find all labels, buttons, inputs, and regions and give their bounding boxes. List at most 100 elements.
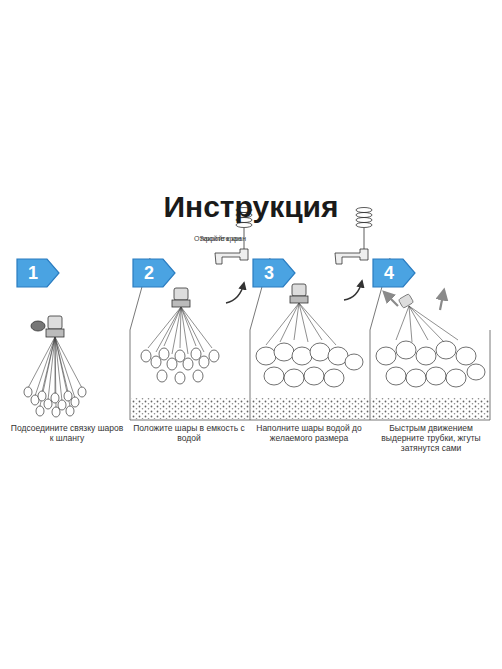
pull-arrow xyxy=(384,292,398,306)
gravel-bottom xyxy=(251,398,369,419)
water-balloon xyxy=(24,387,32,397)
water-balloon xyxy=(467,364,485,380)
filling-tubes xyxy=(28,337,82,408)
water-balloon xyxy=(167,358,177,370)
water-balloon xyxy=(256,343,363,387)
filling-tubes xyxy=(148,307,212,354)
hose-connector xyxy=(172,288,190,307)
hose-connector xyxy=(172,300,190,307)
hose-connector xyxy=(174,288,188,300)
hose-connector xyxy=(48,316,62,329)
hose-connector xyxy=(31,321,45,331)
hose-connector xyxy=(46,329,64,337)
water-tap xyxy=(356,208,372,213)
water-balloon xyxy=(141,350,151,362)
water-tap xyxy=(356,223,372,228)
water-balloon xyxy=(456,347,476,365)
water-balloon xyxy=(209,350,219,362)
water-balloon xyxy=(71,397,79,407)
water-balloon xyxy=(44,399,52,409)
filling-tubes xyxy=(148,307,212,354)
step-caption: Быстрым движением выдерните трубки, жгут… xyxy=(368,424,494,453)
panel-dividers xyxy=(130,258,390,330)
water-tap xyxy=(356,213,372,218)
water-balloon xyxy=(292,347,312,365)
step-badge: 4 xyxy=(372,258,416,288)
water-balloon xyxy=(193,370,203,382)
page-title: Инструкция xyxy=(0,190,502,224)
step-badge: 1 xyxy=(16,258,60,288)
water-balloon xyxy=(284,369,304,387)
water-balloon xyxy=(151,356,161,368)
filling-tubes xyxy=(28,337,82,408)
water-balloon xyxy=(36,406,44,416)
water-tub xyxy=(130,330,490,420)
water-balloon xyxy=(157,370,167,382)
water-tap xyxy=(226,283,244,303)
step-caption: Положите шары в емкость с водой xyxy=(130,424,248,444)
water-balloon xyxy=(66,406,74,416)
pulled-tubes xyxy=(398,294,413,309)
tap-note: Закройте кран xyxy=(199,235,246,243)
gravel-bottom xyxy=(131,398,249,419)
water-tap xyxy=(344,281,362,300)
water-balloon xyxy=(175,350,185,362)
water-balloon xyxy=(345,354,363,370)
hose-connector xyxy=(290,284,308,303)
water-tap xyxy=(236,223,252,228)
water-balloon xyxy=(406,369,426,387)
water-tap xyxy=(335,208,372,301)
gravel-bottom xyxy=(131,398,489,419)
water-balloon xyxy=(24,387,86,417)
water-balloon xyxy=(175,372,185,384)
gravel-bottom xyxy=(371,398,489,419)
water-balloon xyxy=(396,341,416,359)
water-balloon xyxy=(324,369,344,387)
water-balloon xyxy=(310,343,330,361)
water-balloon xyxy=(199,356,209,368)
water-tap xyxy=(356,218,372,223)
step-badge: 3 xyxy=(252,258,296,288)
water-balloon xyxy=(274,343,294,361)
hose-connector xyxy=(292,284,306,296)
water-balloon xyxy=(264,367,284,385)
step-number: 2 xyxy=(132,258,176,288)
water-balloon xyxy=(159,348,169,360)
water-tap xyxy=(364,228,365,249)
water-balloon xyxy=(191,348,201,360)
water-balloon xyxy=(52,407,60,417)
water-balloon xyxy=(416,347,436,365)
pulled-tubes xyxy=(396,294,458,342)
step-badge: 2 xyxy=(132,258,176,288)
water-tub xyxy=(130,330,490,420)
hose-connector xyxy=(290,296,308,303)
water-balloon xyxy=(38,391,46,401)
water-tub xyxy=(370,330,371,420)
pull-arrow xyxy=(440,290,444,310)
water-tub xyxy=(250,330,251,420)
water-balloon xyxy=(51,393,59,403)
badge-arrow-shape xyxy=(253,259,295,287)
step-number: 1 xyxy=(16,258,60,288)
water-balloon xyxy=(386,367,406,385)
pulled-tubes xyxy=(396,306,458,342)
step-number: 4 xyxy=(372,258,416,288)
water-balloon xyxy=(376,341,485,387)
water-balloon xyxy=(141,348,219,384)
water-balloon xyxy=(426,367,446,385)
water-balloon xyxy=(256,347,276,365)
step-caption: Наполните шары водой до желаемого размер… xyxy=(250,424,368,444)
water-balloon xyxy=(64,391,72,401)
water-balloon xyxy=(183,358,193,370)
water-balloon xyxy=(304,367,324,385)
step-caption: Подсоедините связку шаров к шлангу xyxy=(8,424,126,444)
badge-arrow-shape xyxy=(133,259,175,287)
hose-connector xyxy=(31,316,64,337)
water-balloon xyxy=(78,387,86,397)
water-balloon xyxy=(436,341,456,359)
step-number: 3 xyxy=(252,258,296,288)
water-tap xyxy=(335,249,368,264)
badge-arrow-shape xyxy=(17,259,59,287)
